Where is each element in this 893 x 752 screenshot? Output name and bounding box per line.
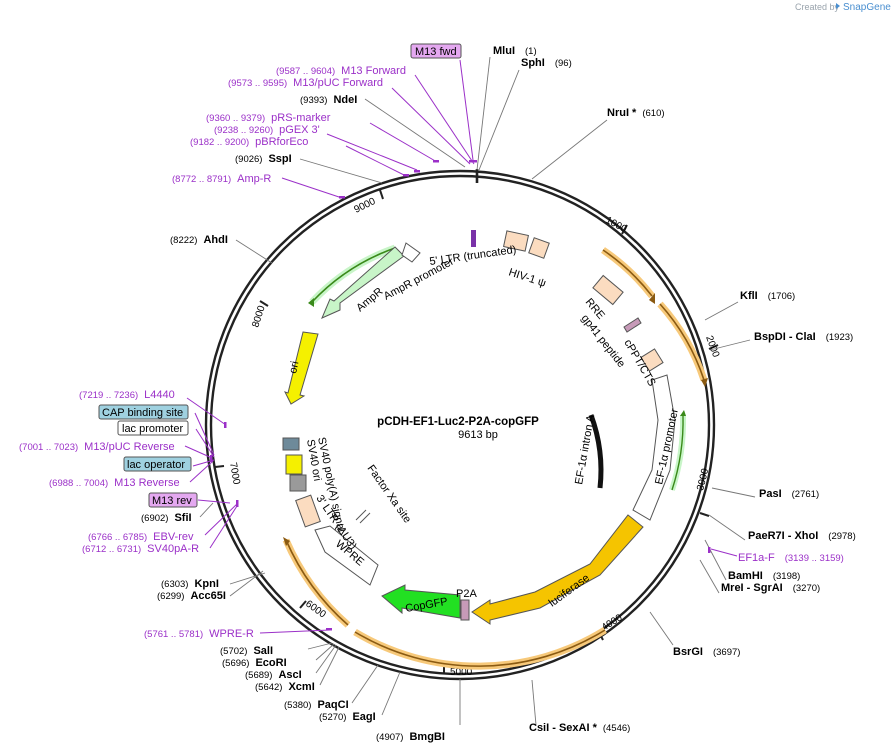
site-eagi: (5270)EagI [319,711,376,723]
site-sexai: CsiI - SexAI *(4546) [529,722,630,734]
plasmid-length: 9613 bp [458,429,498,441]
feature-ori: ori [287,360,301,374]
feature-gp41-peptide: gp41 peptide [579,312,628,370]
site-asci: (5689)AscI [245,669,302,681]
site-bamhi: BamHI(3198) [728,570,800,582]
primer-prs-marker: (9360 .. 9379)pRS-marker [206,112,331,124]
snapgene-logo-icon [836,3,840,9]
primer-amp-r: (8772 .. 8791)Amp-R [172,173,271,185]
feature-ef1a-intron: EF-1α intron A [573,413,597,485]
feature-shapes [282,230,676,625]
label-lac-promoter: lac promoter [122,423,183,435]
primer-m13-forward: (9587 .. 9604)M13 Forward [276,65,406,77]
primer-markers [210,160,711,631]
tick-5000: 5000 [450,667,473,678]
site-mlui: MluI(1) [493,45,537,57]
site-sfii: (6902)SfiI [141,512,192,524]
site-acc65i: (6299)Acc65I [157,590,226,602]
site-clai: BspDI - ClaI(1923) [754,331,853,343]
site-nrui: NruI *(610) [607,107,665,119]
site-labels: MluI(1) SphI(96) NruI *(610) KflI(1706) … [141,45,856,743]
label-cap-binding-site: CAP binding site [102,407,183,419]
primer-ebv-rev: (6766 .. 6785)EBV-rev [88,531,194,543]
plasmid-name: pCDH-EF1-Luc2-P2A-copGFP [377,416,539,428]
primer-leaders [184,59,738,634]
primer-ef1a-f: EF1a-F(3139 .. 3159) [738,552,844,564]
feature-ampr: AmpR [354,285,385,314]
site-sgrai: MreI - SgrAI(3270) [721,582,820,594]
primer-pbrforeco: (9182 .. 9200)pBRforEco [190,136,308,148]
backbone-inner [209,174,711,676]
label-m13-rev: M13 rev [152,495,192,507]
tick-8000: 8000 [250,304,267,329]
primer-m13-puc-reverse: (7001 .. 7023)M13/pUC Reverse [19,441,175,453]
site-ecori: (5696)EcoRI [222,657,287,669]
boxed-labels: M13 fwd CAP binding site lac promoter la… [98,43,462,508]
feature-hiv1-psi: HIV-1 ψ [507,266,547,289]
credit-label: Created by [795,2,840,12]
site-sphi: SphI(96) [521,57,572,69]
primer-pgex-3: (9238 .. 9260)pGEX 3' [214,124,320,136]
tick-7000: 7000 [227,462,242,486]
site-ahdi: (8222)AhdI [170,234,228,246]
feature-factor-xa: Factor Xa site [365,463,414,525]
primer-l4440: (7219 .. 7236)L4440 [79,389,175,401]
site-xcmi: (5642)XcmI [255,681,315,693]
site-bsrgi: BsrGI(3697) [673,646,740,658]
primer-m13-puc-forward: (9573 .. 9595)M13/pUC Forward [228,77,383,89]
site-kpni: (6303)KpnI [161,578,219,590]
site-leaders [199,56,756,726]
label-lac-operator: lac operator [127,459,185,471]
site-pasi: PasI(2761) [759,488,819,500]
site-kfli: KflI(1706) [740,290,795,302]
credit-brand: SnapGene [843,2,891,13]
feature-p2a: P2A [456,588,477,600]
primer-m13-reverse: (6988 .. 7004)M13 Reverse [49,477,180,489]
site-sspi: (9026)SspI [235,153,292,165]
primer-sv40pa-r: (6712 .. 6731)SV40pA-R [82,543,199,555]
tick-2000: 2000 [703,334,721,359]
site-ndei: (9393)NdeI [300,94,357,106]
primer-labels: (9587 .. 9604)M13 Forward (9573 .. 9595)… [19,65,844,640]
site-bmgbi: (4907)BmgBI [376,731,445,743]
label-m13-fwd: M13 fwd [415,46,457,58]
site-sali: (5702)SalI [220,645,273,657]
orf-arcs [282,244,708,670]
primer-wpre-r: (5761 .. 5781)WPRE-R [144,628,254,640]
tick-3000: 3000 [695,467,711,492]
site-xhoi: PaeR7I - XhoI(2978) [748,530,856,542]
site-paqci: (5380)PaqCI [284,699,349,711]
